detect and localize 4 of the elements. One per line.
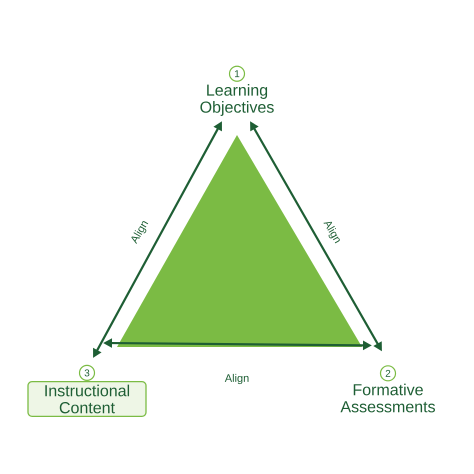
node-label: Learning Objectives <box>200 84 274 116</box>
edge-label: Align <box>224 372 250 386</box>
text-box: Instructional Content <box>27 380 147 418</box>
node-label: Formative Assessments <box>340 384 435 412</box>
